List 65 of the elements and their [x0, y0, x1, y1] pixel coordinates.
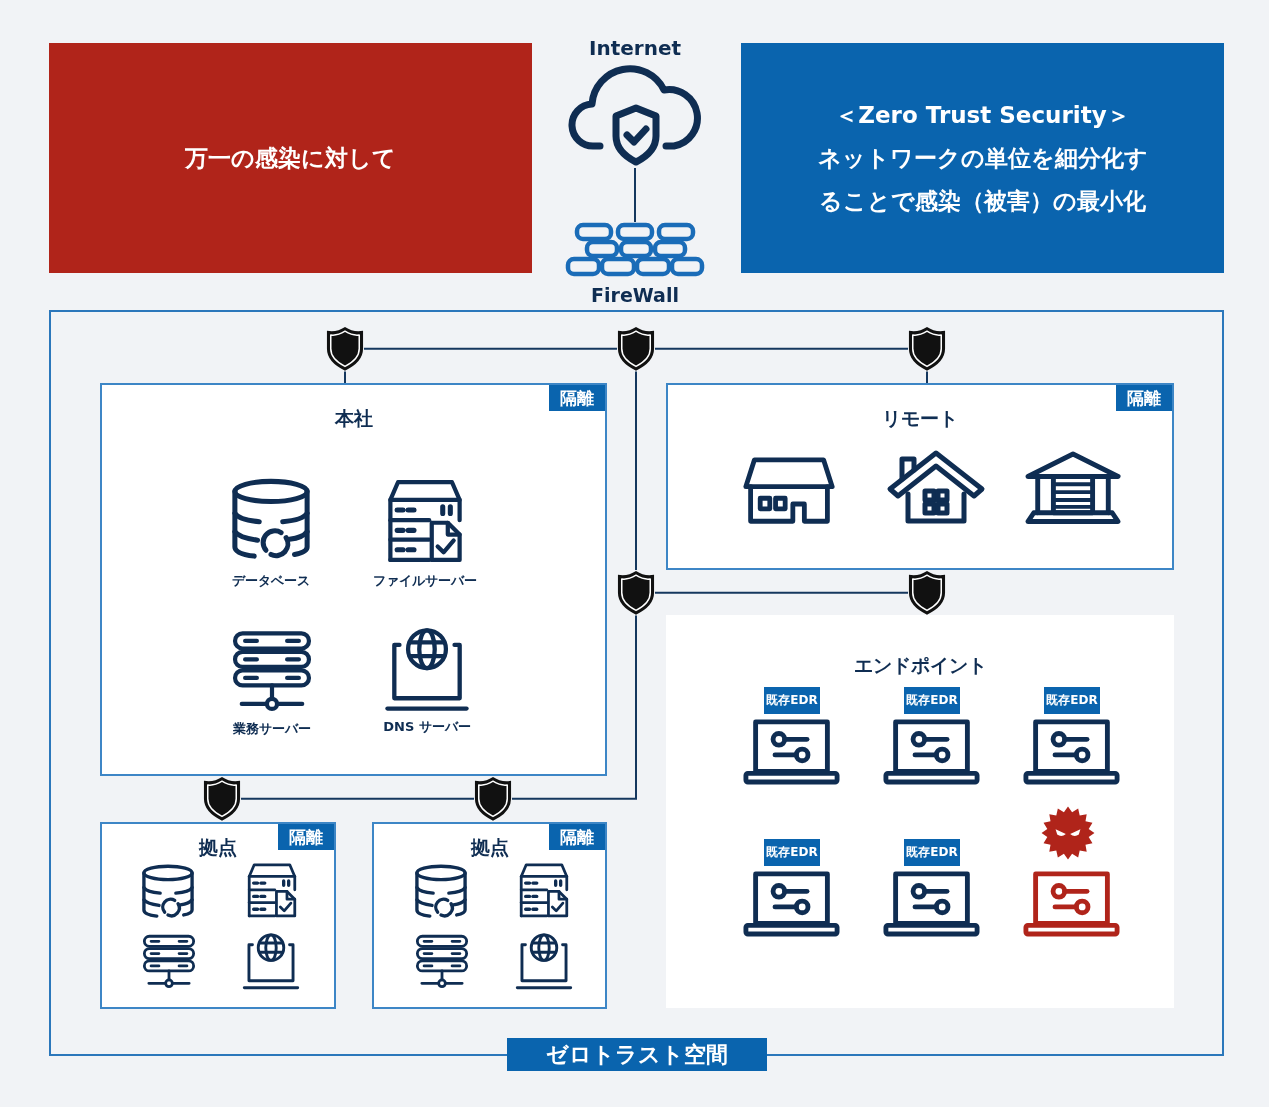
- panel-heading: ＜Zero Trust Security＞: [835, 100, 1130, 130]
- shield-icon: [326, 326, 364, 372]
- globe-monitor-icon: [515, 932, 573, 990]
- endpoint-panel: [666, 615, 1174, 1008]
- laptop-icon: [883, 719, 980, 785]
- edr-tag: 既存EDR: [764, 687, 820, 714]
- isolation-tag: 隔離: [549, 824, 605, 850]
- zone-title: 拠点: [470, 835, 509, 860]
- shield-icon: [474, 776, 512, 822]
- isolation-tag: 隔離: [549, 385, 605, 411]
- zone-panel: [666, 383, 1174, 570]
- panel-text: 万一の感染に対して: [185, 143, 396, 173]
- house-icon: [741, 456, 837, 526]
- firewall-label: FireWall: [591, 283, 679, 308]
- panel-text: ネットワークの単位を細分化することで感染（被害）の最小化: [816, 143, 1149, 216]
- zone-label-tag: ゼロトラスト空間: [506, 1038, 767, 1071]
- icon-caption: ファイルサーバー: [373, 572, 477, 591]
- edr-tag: 既存EDR: [904, 839, 960, 866]
- zone-panel: [372, 822, 607, 1009]
- server-stack-icon: [141, 934, 197, 990]
- edr-tag: 既存EDR: [904, 687, 960, 714]
- database-icon: [140, 864, 196, 920]
- connector-line: [511, 614, 637, 800]
- connector-line: [363, 347, 618, 350]
- connector-line: [240, 797, 475, 800]
- connector-line: [344, 370, 346, 384]
- globe-monitor-icon: [242, 932, 300, 990]
- zone-title: エンドポイント: [853, 653, 987, 678]
- file-server-icon: [519, 862, 569, 918]
- shield-icon: [617, 326, 655, 372]
- shield-icon: [203, 776, 241, 822]
- shield-icon: [617, 570, 655, 616]
- laptop-icon: [743, 719, 840, 785]
- laptop-icon: [743, 871, 840, 937]
- isolation-tag: 隔離: [278, 824, 334, 850]
- connector-line: [926, 370, 928, 384]
- connector-line: [654, 347, 909, 350]
- garage-icon: [1024, 451, 1122, 525]
- cloud-label: Internet: [589, 35, 681, 62]
- icon-caption: DNS サーバー: [383, 718, 471, 736]
- laptop-icon: [883, 871, 980, 937]
- laptop-icon: [1023, 719, 1120, 785]
- alert-panel: [49, 43, 532, 273]
- database-icon: [413, 864, 469, 920]
- isolation-tag: 隔離: [1116, 385, 1172, 411]
- file-server-icon: [247, 862, 297, 918]
- zone-title: 拠点: [199, 835, 237, 860]
- zone-panel: [100, 383, 607, 776]
- connector-line: [635, 370, 637, 571]
- server-stack-icon: [414, 934, 470, 990]
- virus-icon: [1041, 806, 1095, 860]
- house-icon: [886, 449, 986, 525]
- connector-line: [634, 167, 636, 223]
- icon-caption: 業務サーバー: [233, 720, 311, 738]
- connector-line: [654, 591, 909, 594]
- info-panel: [741, 43, 1224, 273]
- edr-tag: 既存EDR: [764, 839, 820, 866]
- zone-title: 本社: [334, 406, 373, 431]
- zone-panel: [100, 822, 336, 1009]
- zone-title: リモート: [882, 406, 958, 431]
- icon-caption: データベース: [232, 572, 310, 590]
- laptop-icon: [1023, 871, 1120, 937]
- shield-icon: [908, 326, 946, 372]
- shield-icon: [908, 570, 946, 616]
- edr-tag: 既存EDR: [1044, 687, 1100, 714]
